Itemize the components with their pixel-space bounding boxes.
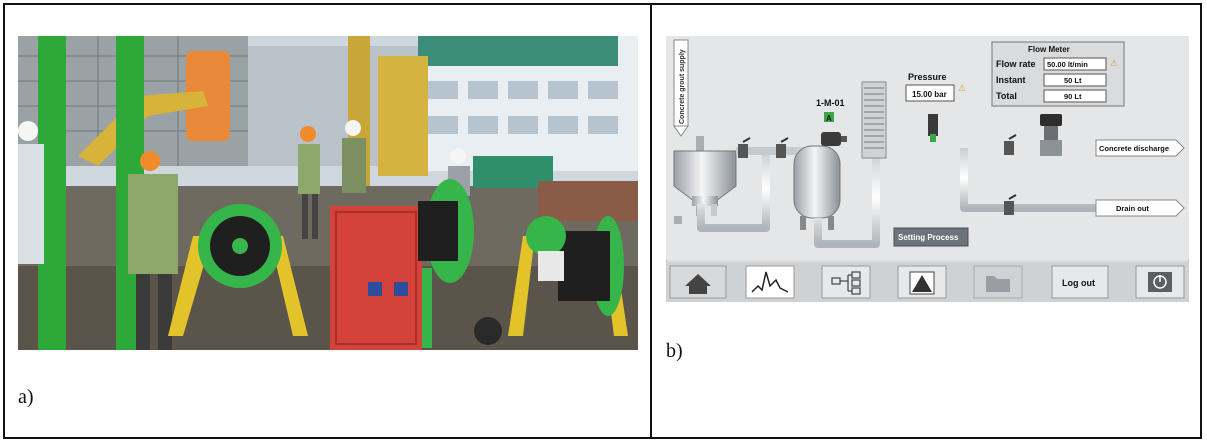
home-icon — [685, 274, 711, 294]
hose-reel-icon — [168, 204, 308, 336]
alarm-warning-icon — [912, 275, 932, 292]
total-box — [1043, 89, 1107, 103]
drain-out-arrow: Drain out — [1095, 199, 1185, 217]
instant-box — [1043, 73, 1107, 87]
concrete-grout-supply-label: Concrete grout supply — [673, 39, 689, 137]
flow-meter-sensor-icon — [1040, 114, 1062, 156]
motor-icon — [821, 132, 847, 146]
motor-id: 1-M-01 — [816, 98, 845, 108]
flow-rate-label: Flow rate — [996, 59, 1036, 69]
pipe-drain-branch — [960, 148, 1098, 212]
motor-state: A — [826, 114, 832, 123]
nav-process-button[interactable] — [821, 265, 871, 299]
pressure-alarm-icon: ⚠ — [958, 83, 966, 93]
pressure-sensor-icon — [928, 114, 938, 142]
instant-label: Instant — [996, 75, 1026, 85]
filter-column — [861, 81, 887, 159]
worker-icon — [298, 126, 320, 239]
valve-icon-2 — [776, 137, 789, 158]
nav-alarm-button[interactable] — [897, 265, 947, 299]
setting-process-button[interactable]: Setting Process — [893, 227, 969, 247]
flow-rate-box — [1043, 57, 1107, 71]
nav-trend-button[interactable] — [745, 265, 795, 299]
figure-frame — [3, 3, 1202, 439]
pressure-value-box — [905, 84, 955, 102]
pipe-pump-out — [814, 152, 880, 248]
concrete-discharge-label: Concrete discharge — [1099, 144, 1169, 153]
pressure-value: 15.00 bar — [912, 90, 947, 99]
instant-value: 50 Lt — [1064, 76, 1082, 85]
concrete-discharge-arrow: Concrete discharge — [1095, 139, 1185, 157]
supply-label-text: Concrete grout supply — [679, 49, 686, 124]
drill-rig-body — [378, 56, 428, 176]
nav-home-button[interactable] — [669, 265, 727, 299]
nav-logout-button[interactable]: Log out — [1051, 265, 1109, 299]
caption-a: a) — [18, 386, 34, 408]
valve-icon-4 — [1004, 194, 1017, 215]
nav-power-button[interactable] — [1135, 265, 1185, 299]
hose-reel-icon-3 — [508, 216, 628, 336]
construction-site-photo — [18, 36, 638, 350]
excavator-icon — [78, 91, 208, 166]
mixer-tank — [673, 136, 737, 224]
flow-meter-panel: Flow Meter Flow rate 50.00 lt/min Instan… — [991, 41, 1125, 107]
orange-silo — [186, 51, 230, 141]
logout-label: Log out — [1062, 278, 1095, 288]
valve-icon-3 — [1004, 134, 1017, 155]
total-label: Total — [996, 91, 1017, 101]
hmi-screen: Concrete grout supply 1-M-01 A — [666, 36, 1189, 302]
process-diagram-icon — [831, 271, 861, 295]
figure-divider — [650, 3, 652, 439]
drain-out-label: Drain out — [1116, 204, 1149, 213]
flow-rate-value: 50.00 lt/min — [1047, 60, 1088, 69]
flow-meter-title: Flow Meter — [1028, 45, 1070, 54]
brick-wall — [538, 181, 638, 221]
electrical-cabinet-icon — [330, 206, 422, 350]
worker-icon-5 — [18, 121, 44, 264]
hose-reel-icon-2 — [418, 179, 502, 348]
setting-process-label: Setting Process — [898, 233, 959, 242]
scaffold-green — [418, 36, 618, 66]
caption-b: b) — [666, 340, 683, 362]
flow-alarm-icon: ⚠ — [1110, 58, 1118, 68]
folder-icon — [986, 276, 1010, 292]
worker-icon-2 — [342, 120, 366, 193]
trend-chart-icon — [751, 271, 789, 293]
valve-icon — [738, 137, 751, 158]
worker-icon-4 — [128, 151, 178, 350]
motor-state-badge — [824, 112, 834, 122]
nav-folder-button[interactable] — [973, 265, 1023, 299]
pump-tank — [793, 145, 841, 230]
pressure-label: Pressure — [908, 72, 947, 82]
total-value: 90 Lt — [1064, 92, 1082, 101]
